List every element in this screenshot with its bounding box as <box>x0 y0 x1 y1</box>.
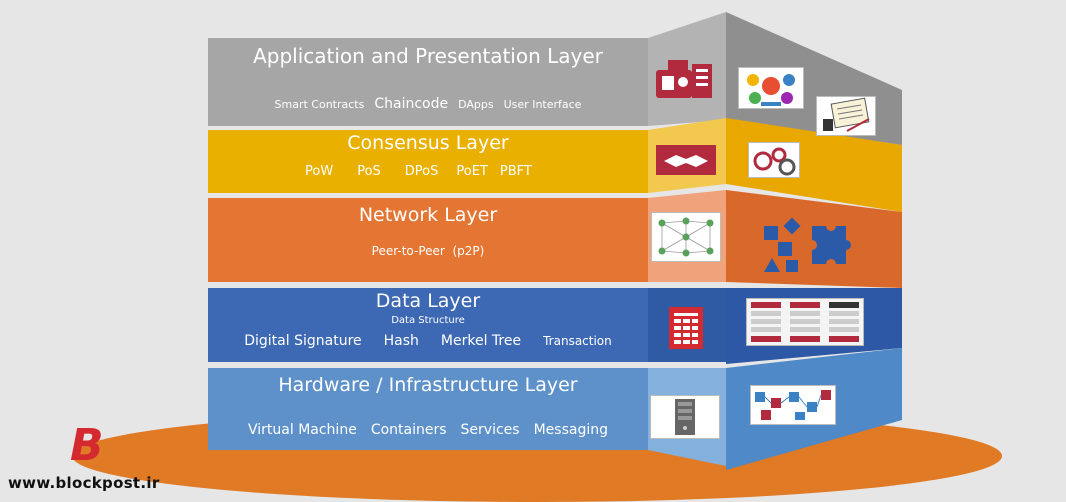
item-hash: Hash <box>383 333 419 349</box>
item-dpos: DPoS <box>404 164 439 179</box>
layer-items: Virtual Machine Containers Services Mess… <box>208 422 648 438</box>
layer-items: Digital Signature Hash Merkel Tree Trans… <box>208 333 648 349</box>
blockpost-logo-icon: B <box>70 420 104 466</box>
item-user-interface: User Interface <box>503 98 582 111</box>
consensus-layer: Consensus Layer PoW PoS DPoS PoET PBFT <box>208 130 648 193</box>
item-messaging: Messaging <box>533 422 608 438</box>
item-containers: Containers <box>370 422 447 438</box>
item-virtual-machine: Virtual Machine <box>248 422 357 438</box>
layer-title: Hardware / Infrastructure Layer <box>278 374 578 396</box>
data-layer: Data Layer Data Structure Digital Signat… <box>208 288 648 362</box>
block-chain-diagram-icon <box>746 298 864 346</box>
item-pos: PoS <box>357 164 381 179</box>
layer-items: Smart Contracts Chaincode DApps User Int… <box>208 96 648 112</box>
item-chaincode: Chaincode <box>374 96 449 112</box>
layer-title: Consensus Layer <box>347 132 509 154</box>
network-layer: Network Layer Peer-to-Peer (p2P) <box>208 198 648 282</box>
currency-gears-icon <box>748 142 800 178</box>
layer-title: Application and Presentation Layer <box>253 44 603 68</box>
layer-items: PoW PoS DPoS PoET PBFT <box>305 164 648 179</box>
item-merkel-tree: Merkel Tree <box>440 333 522 349</box>
item-dapps: DApps <box>458 98 494 111</box>
smart-contract-document-icon <box>816 96 876 136</box>
logo-letter: B <box>70 420 104 466</box>
item-peer-to-peer: Peer-to-Peer (p2P) <box>371 244 485 258</box>
peer-network-icon <box>651 212 721 262</box>
consensus-layer-side-right <box>726 118 902 212</box>
handshake-icon <box>656 145 716 175</box>
layer-items: Peer-to-Peer (p2P) <box>208 244 648 258</box>
application-layer: Application and Presentation Layer Smart… <box>208 38 648 126</box>
item-pbft: PBFT <box>499 164 532 179</box>
dapp-ecosystem-icon <box>738 67 804 109</box>
layer-title: Network Layer <box>358 204 498 226</box>
server-tower-icon <box>650 395 720 439</box>
server-hardware-icon <box>656 60 712 98</box>
item-services: Services <box>460 422 520 438</box>
item-digital-signature: Digital Signature <box>244 333 362 349</box>
infrastructure-diagram-icon <box>750 385 836 425</box>
watermark-text: www.blockpost.ir <box>8 474 160 492</box>
hardware-layer: Hardware / Infrastructure Layer Virtual … <box>208 368 648 450</box>
spreadsheet-icon <box>669 307 703 349</box>
item-transaction: Transaction <box>543 334 612 348</box>
item-pow: PoW <box>305 164 334 179</box>
layer-title: Data Layer <box>375 290 481 312</box>
item-smart-contracts: Smart Contracts <box>274 98 365 111</box>
item-poet: PoET <box>456 164 488 179</box>
layer-subtitle: Data Structure <box>391 315 465 326</box>
puzzle-flow-icon <box>764 218 851 272</box>
